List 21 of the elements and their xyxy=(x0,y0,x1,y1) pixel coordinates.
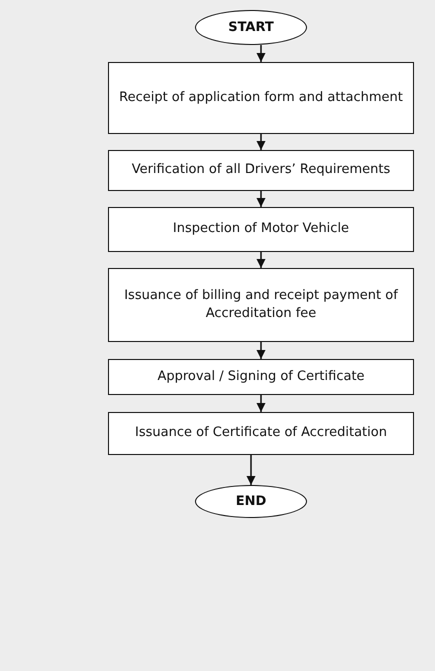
node-text: Issuance of Certificate of Accreditation xyxy=(135,424,387,442)
node-text: Inspection of Motor Vehicle xyxy=(172,220,350,238)
process-box xyxy=(108,150,414,191)
arrow xyxy=(256,252,266,268)
node-text: Receipt of application form and attachment xyxy=(119,88,403,107)
arrow xyxy=(256,134,266,150)
process-box xyxy=(108,207,414,252)
process-box xyxy=(108,62,414,134)
arrow xyxy=(246,455,256,485)
process-box xyxy=(108,359,414,395)
arrow xyxy=(256,45,266,62)
arrow xyxy=(256,191,266,207)
process-box xyxy=(108,268,414,342)
node-text: Issuance of billing and receipt payment of Accreditation fee xyxy=(123,286,400,323)
node-text: END xyxy=(236,494,266,509)
arrow xyxy=(256,342,266,359)
process-box xyxy=(108,412,414,455)
node-text: Verification of all Drivers’ Requirements xyxy=(132,161,390,180)
arrow xyxy=(256,395,266,412)
node-text: START xyxy=(228,20,274,35)
node-text: Approval / Signing of Certificate xyxy=(157,368,365,386)
